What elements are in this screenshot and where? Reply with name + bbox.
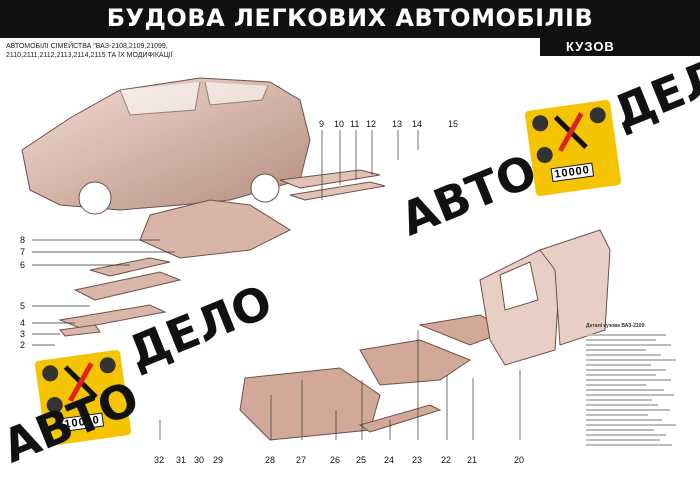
callout-27: 27 bbox=[296, 455, 307, 465]
callout-12: 12 bbox=[366, 119, 377, 129]
callout-13: 13 bbox=[392, 119, 403, 129]
callout-5: 5 bbox=[20, 301, 26, 311]
wrench-screwdriver-icon bbox=[42, 357, 116, 414]
callout-29: 29 bbox=[213, 455, 224, 465]
callout-28: 28 bbox=[265, 455, 276, 465]
subtitle-line-1: АВТОМОБІЛІ СІМЕЙСТВА "ВАЗ-2108,2109,2109… bbox=[6, 43, 168, 50]
watermark-badge-bottom: 10000 bbox=[34, 349, 132, 447]
legend-text-lines bbox=[586, 333, 676, 446]
callout-21: 21 bbox=[467, 455, 478, 465]
callout-20: 20 bbox=[514, 455, 525, 465]
callout-31: 31 bbox=[176, 455, 187, 465]
wrench-screwdriver-icon bbox=[532, 107, 606, 164]
callout-9: 9 bbox=[319, 119, 325, 129]
callout-26: 26 bbox=[330, 455, 341, 465]
callout-10: 10 bbox=[334, 119, 345, 129]
callout-4: 4 bbox=[20, 318, 26, 328]
side-panels bbox=[58, 257, 182, 337]
callout-30: 30 bbox=[194, 455, 205, 465]
callout-23: 23 bbox=[412, 455, 423, 465]
callout-6: 6 bbox=[20, 260, 26, 270]
page-title: БУДОВА ЛЕГКОВИХ АВТОМОБІЛІВ bbox=[106, 4, 594, 32]
callout-24: 24 bbox=[384, 455, 395, 465]
parts-legend: Деталі кузова ВАЗ-2109: bbox=[586, 323, 696, 451]
callout-14: 14 bbox=[412, 119, 423, 129]
vehicle-models-subtitle: АВТОМОБІЛІ СІМЕЙСТВА "ВАЗ-2108,2109,2109… bbox=[6, 42, 296, 60]
legend-title: Деталі кузова ВАЗ-2109: bbox=[586, 323, 646, 329]
floor-panels bbox=[239, 314, 512, 441]
section-label: КУЗОВ bbox=[540, 38, 700, 56]
callout-2: 2 bbox=[20, 340, 26, 350]
door-panels bbox=[479, 229, 611, 366]
callout-8: 8 bbox=[20, 235, 26, 245]
callout-25: 25 bbox=[356, 455, 367, 465]
watermark-badge-top: 10000 bbox=[524, 99, 622, 197]
callout-7: 7 bbox=[20, 247, 26, 257]
callout-leaders bbox=[32, 130, 521, 440]
subtitle-line-2: 2110,2111,2112,2113,2114,2115 ТА ЇХ МОДИ… bbox=[6, 52, 173, 59]
inner-frame bbox=[139, 199, 292, 259]
callout-22: 22 bbox=[441, 455, 452, 465]
roof-panels bbox=[279, 169, 386, 201]
callout-32: 32 bbox=[154, 455, 165, 465]
callout-11: 11 bbox=[350, 119, 360, 129]
title-banner bbox=[0, 0, 700, 38]
assembled-body-shell bbox=[21, 77, 311, 215]
callout-3: 3 bbox=[20, 329, 26, 339]
callout-15: 15 bbox=[448, 119, 459, 129]
